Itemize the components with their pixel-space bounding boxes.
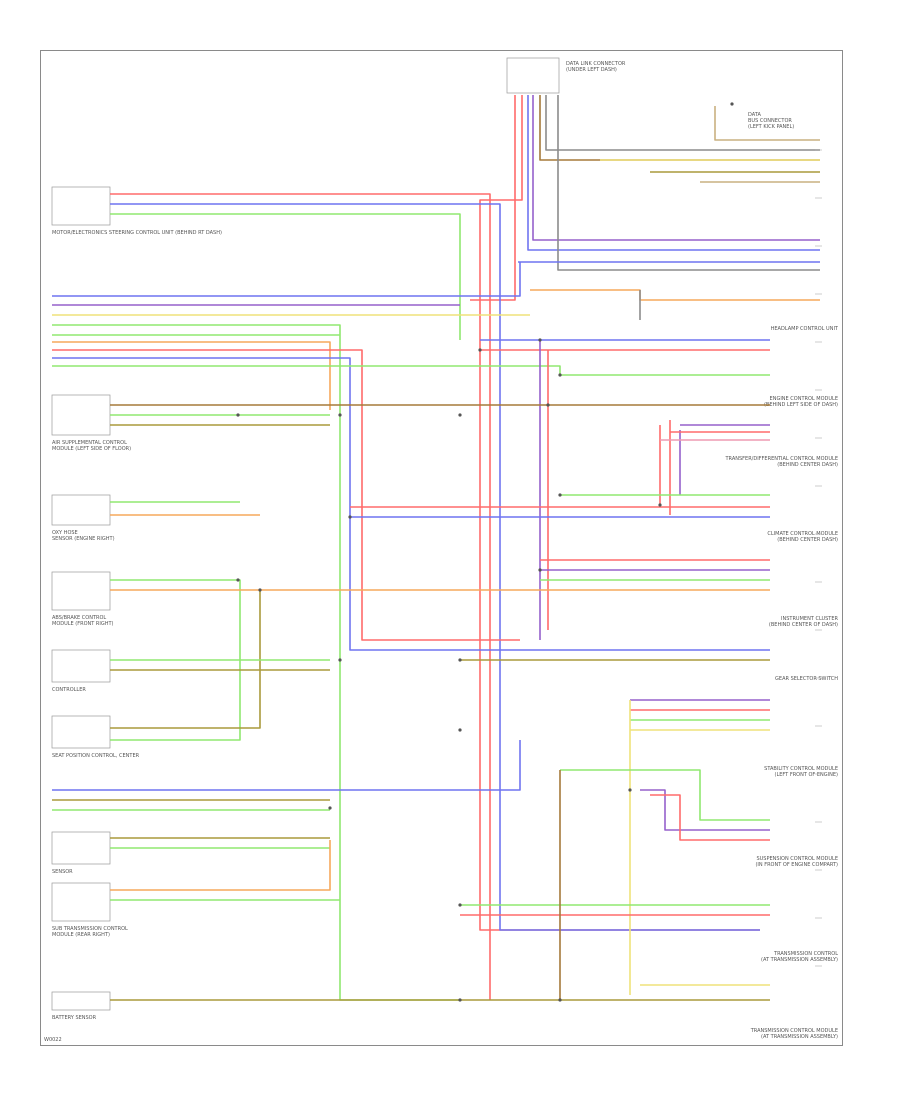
steering-red-wire (110, 193, 491, 1000)
lm-position-box (51, 715, 111, 749)
lm-sensor-box (51, 831, 111, 865)
rm-instrument-sublabel: (BEHIND CENTER OF DASH) (769, 622, 838, 628)
splice-dot (236, 578, 240, 582)
data-link-connector-box (506, 57, 560, 94)
rm-suspension-label: SUSPENSION CONTROL MODULE (756, 856, 838, 862)
wire (52, 341, 331, 410)
steering-blue-wire (110, 203, 760, 931)
splice-dot (236, 413, 240, 417)
wire (52, 262, 521, 297)
splice-dot (478, 348, 482, 352)
lm-sensor-label: SENSOR (52, 869, 73, 875)
bus-connector-location: (LEFT KICK PANEL) (748, 124, 794, 130)
rm-gear-label: GEAR SELECTOR SWITCH (775, 676, 838, 682)
wire (52, 365, 770, 376)
lm-trans-range-sublabel: MODULE (REAR RIGHT) (52, 932, 110, 938)
rm-trans2-sublabel: (AT TRANSMISSION ASSEMBLY) (761, 1034, 838, 1040)
splice-dot (658, 503, 662, 507)
wire (530, 289, 820, 301)
wire (110, 840, 331, 891)
lm-oxygen-sublabel: SENSOR (ENGINE RIGHT) (52, 536, 115, 542)
can-high-wire (479, 95, 760, 931)
lm-oxygen-label: OXY HOSE (52, 530, 78, 536)
data-link-connector-sublabel: (UNDER LEFT DASH) (566, 67, 617, 73)
splice-dot (458, 413, 462, 417)
splice-dot (348, 515, 352, 519)
splice-dot (558, 373, 562, 377)
splice-dot (538, 338, 542, 342)
lm-position-label: SEAT POSITION CONTROL, CENTER (52, 753, 140, 759)
steering-green-wire (110, 213, 461, 340)
splice-dot (458, 903, 462, 907)
lm-oxygen-box (51, 494, 111, 526)
wire (52, 349, 520, 641)
splice-dot (558, 998, 562, 1002)
rm-stability-label: STABILITY CONTROL MODULE (764, 766, 838, 772)
splice-dot (338, 658, 342, 662)
rm-suspension-sublabel: (IN FRONT OF ENGINE COMPART) (755, 862, 838, 868)
wire (557, 95, 820, 271)
lm-controller-label: CONTROLLER (52, 687, 86, 693)
splice-dot (458, 728, 462, 732)
splice-dot (258, 588, 262, 592)
splice-dot (328, 806, 332, 810)
lm-controller-box (51, 649, 111, 683)
footer-ref: W0022 (44, 1037, 62, 1043)
lm-trans-range-box (51, 882, 111, 922)
rm-trans2-label: TRANSMISSION CONTROL MODULE (750, 1028, 838, 1034)
wire (52, 357, 770, 651)
diagram-frame (40, 50, 843, 1046)
bus-connector-label: DATA (748, 112, 761, 118)
lm-airbag-label: AIR SUPPLEMENTAL CONTROL (52, 440, 127, 446)
lm-abs-sublabel: MODULE (FRONT RIGHT) (52, 621, 114, 627)
wire (714, 106, 820, 141)
lm-abs-label: ABS/BRAKE CONTROL (52, 615, 106, 621)
lm-steering-label: MOTOR/ELECTRONICS STEERING CONTROL UNIT … (52, 230, 222, 236)
splice-dot (730, 102, 734, 106)
lm-airbag-box (51, 394, 111, 436)
rm-engine-label: ENGINE CONTROL MODULE (770, 396, 838, 402)
rm-transfer-label: TRANSFER/DIFFERENTIAL CONTROL MODULE (725, 456, 839, 462)
rm-stability-sublabel: (LEFT FRONT OF ENGINE) (775, 772, 839, 778)
splice-dot (458, 998, 462, 1002)
wire (52, 740, 521, 791)
splice-dot (338, 413, 342, 417)
bus-connector-sublabel: BUS CONNECTOR (748, 118, 792, 124)
rm-engine-sublabel: (BEHIND LEFT SIDE OF DASH) (764, 402, 838, 408)
rm-trans1-label: TRANSMISSION CONTROL (773, 951, 838, 957)
rm-climate-sublabel: (BEHIND CENTER DASH) (777, 537, 838, 543)
rm-trans1-sublabel: (AT TRANSMISSION ASSEMBLY) (761, 957, 838, 963)
lm-steering-box (51, 186, 111, 226)
wire (640, 789, 770, 831)
splice-dot (558, 493, 562, 497)
rm-climate-label: CLIMATE CONTROL MODULE (767, 531, 838, 537)
lm-battery-label: BATTERY SENSOR (52, 1015, 97, 1021)
wire (532, 95, 820, 241)
splice-dot (458, 658, 462, 662)
splice-dot (546, 403, 550, 407)
lm-battery-box (51, 991, 111, 1011)
wire (650, 794, 770, 841)
rm-transfer-sublabel: (BEHIND CENTER DASH) (777, 462, 838, 468)
wire (110, 590, 261, 729)
data-link-connector-label: DATA LINK CONNECTOR (566, 61, 626, 67)
splice-dot (538, 568, 542, 572)
wire (545, 95, 820, 151)
rm-instrument-label: INSTRUMENT CLUSTER (781, 616, 839, 622)
lm-abs-box (51, 571, 111, 611)
splice-dot (628, 788, 632, 792)
lm-airbag-sublabel: MODULE (LEFT SIDE OF FLOOR) (52, 446, 131, 452)
wire (470, 95, 516, 301)
wire (52, 324, 460, 1001)
wire (560, 769, 770, 821)
lm-trans-range-label: SUB TRANSMISSION CONTROL (52, 926, 128, 932)
rm-headlamp-label: HEADLAMP CONTROL UNIT (771, 326, 839, 332)
wire (527, 95, 820, 251)
